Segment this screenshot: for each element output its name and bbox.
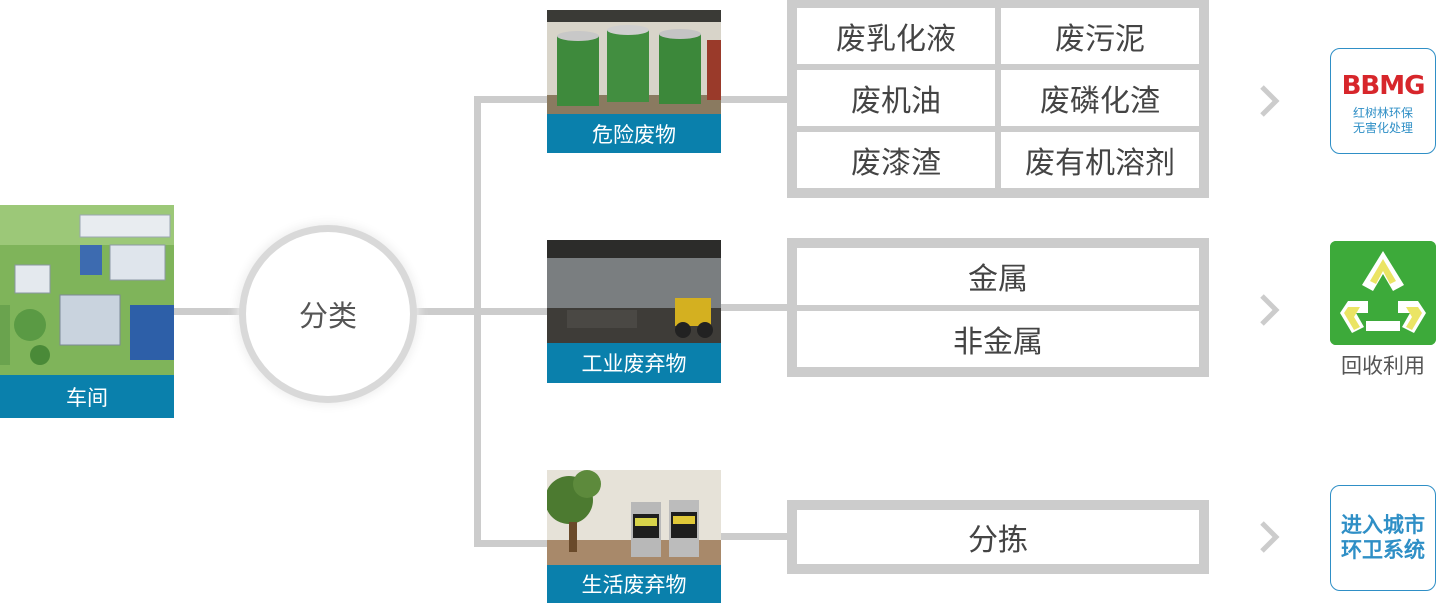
classify-label: 分类	[298, 299, 357, 333]
waste-barrels-image	[547, 10, 721, 114]
domestic-waste-tile[interactable]: 生活废弃物	[547, 470, 721, 603]
connector-trunk-vertical	[474, 96, 481, 547]
svg-text:BBMG: BBMG	[1342, 71, 1424, 101]
hazardous-items-box: 废乳化液 废污泥 废机油 废磷化渣 废漆渣 废有机溶剂	[787, 0, 1209, 198]
hazardous-waste-tile[interactable]: 危险废物	[547, 10, 721, 153]
industrial-shed-image	[547, 240, 721, 343]
city-line2: 环卫系统	[1341, 538, 1425, 562]
trash-bins-image	[547, 470, 721, 565]
hazardous-item[interactable]: 废污泥	[1001, 8, 1199, 64]
industrial-item[interactable]: 非金属	[797, 310, 1199, 367]
city-line1: 进入城市	[1341, 513, 1425, 537]
connector-hazardous-box	[720, 96, 788, 103]
workshop-tile[interactable]: 车间	[0, 205, 174, 418]
hazardous-waste-caption: 危险废物	[547, 114, 721, 153]
bbmg-line1: 红树林环保	[1352, 106, 1413, 120]
chevron-right-icon	[1260, 85, 1280, 117]
connector-to-hazardous	[474, 96, 548, 103]
industrial-item[interactable]: 金属	[797, 248, 1199, 305]
workshop-caption: 车间	[0, 375, 174, 418]
bbmg-treatment-destination[interactable]: BBMG 红树林环保 无害化处理	[1330, 48, 1436, 154]
industrial-waste-tile[interactable]: 工业废弃物	[547, 240, 721, 383]
connector-to-domestic	[474, 540, 548, 547]
industrial-waste-caption: 工业废弃物	[547, 343, 721, 383]
industrial-items-box: 金属 非金属	[787, 238, 1209, 377]
domestic-items-box: 分拣	[787, 500, 1209, 574]
domestic-item[interactable]: 分拣	[797, 510, 1199, 564]
domestic-waste-caption: 生活废弃物	[547, 565, 721, 603]
connector-to-industrial	[474, 308, 548, 315]
hazardous-item[interactable]: 废漆渣	[797, 132, 995, 188]
connector-source-circle	[174, 308, 246, 315]
hazardous-item[interactable]: 废有机溶剂	[1001, 132, 1199, 188]
connector-industrial-box	[720, 304, 788, 311]
recycle-destination[interactable]	[1330, 241, 1436, 345]
city-sanitation-destination[interactable]: 进入城市 环卫系统	[1330, 485, 1436, 591]
hazardous-item[interactable]: 废机油	[797, 70, 995, 126]
workshop-aerial-image	[0, 205, 174, 375]
connector-domestic-box	[720, 533, 788, 540]
bbmg-logo: BBMG	[1342, 71, 1424, 101]
chevron-right-icon	[1260, 294, 1280, 326]
hazardous-item[interactable]: 废乳化液	[797, 8, 995, 64]
chevron-right-icon	[1260, 521, 1280, 553]
connector-circle-trunk	[414, 308, 480, 315]
hazardous-item[interactable]: 废磷化渣	[1001, 70, 1199, 126]
bbmg-line2: 无害化处理	[1352, 121, 1413, 135]
recycle-icon	[1330, 241, 1436, 345]
classify-circle[interactable]: 分类	[246, 232, 410, 396]
recycle-label: 回收利用	[1341, 354, 1425, 378]
